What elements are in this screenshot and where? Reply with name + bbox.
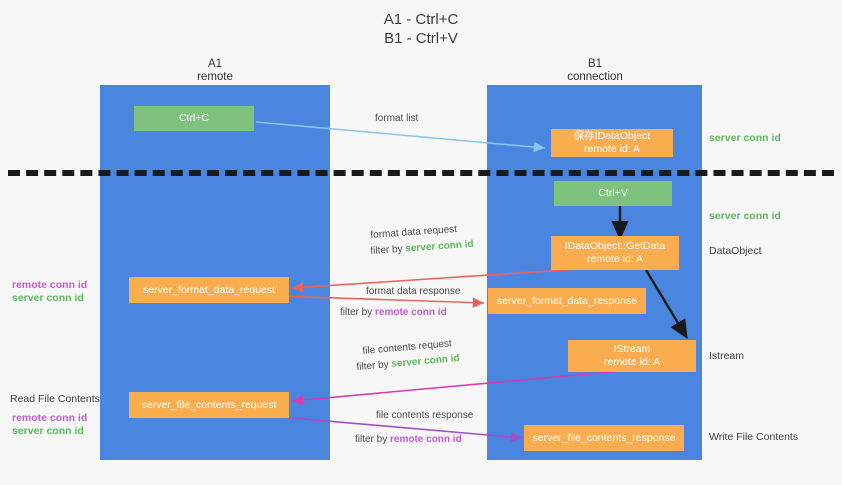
divider-dashed-line — [8, 170, 834, 176]
note-remote-conn-id-upper: remote conn id — [12, 279, 88, 291]
box-server-format-data-request[interactable]: server_format_data_request — [129, 277, 289, 303]
box-istream-sub: remote id: A — [603, 356, 661, 368]
box-server-file-contents-response[interactable]: server_file_contents_response — [524, 425, 684, 451]
note-server-conn-id-lower: server conn id — [12, 425, 84, 437]
lane-b1-sub: connection — [567, 71, 623, 83]
arrow-label-format-data-response-filter: filter by remote conn id — [340, 306, 447, 319]
lane-a1-sub: remote — [197, 71, 233, 83]
title-line-2: B1 - Ctrl+V — [384, 30, 458, 47]
note-read-file-contents: Read File Contents — [10, 393, 100, 405]
note-server-conn-id-upper: server conn id — [12, 292, 84, 304]
lane-header-a1: A1 remote — [140, 58, 290, 84]
box-server-format-data-response[interactable]: server_format_data_response — [488, 288, 646, 314]
lane-a1-name: A1 — [207, 58, 223, 70]
note-server-conn-id-mid: server conn id — [709, 210, 781, 222]
box-save-idataobject-label: 保存IDataObject — [573, 130, 651, 142]
box-server-file-contents-request[interactable]: server_file_contents_request — [129, 392, 289, 418]
box-getdata[interactable]: IDataObject::GetData remote id: A — [551, 236, 679, 270]
filter-value-2: remote conn id — [375, 307, 447, 318]
filter-prefix-1: filter by — [370, 243, 406, 257]
lane-b1-name: B1 — [587, 58, 603, 70]
arrow-label-file-contents-response-filter: filter by remote conn id — [355, 433, 462, 446]
box-server-file-contents-request-label: server_file_contents_request — [141, 398, 277, 411]
box-getdata-sub: remote id: A — [586, 253, 644, 265]
note-server-conn-id-top: server conn id — [709, 132, 781, 144]
arrow-label-file-contents-response: file contents response — [376, 410, 474, 421]
filter-prefix-2: filter by — [340, 307, 376, 318]
note-istream: Istream — [709, 350, 745, 362]
box-server-format-data-response-label: server_format_data_response — [496, 294, 638, 307]
filter-value-3: server conn id — [390, 352, 461, 370]
box-ctrl-c[interactable]: Ctrl+C — [134, 106, 254, 131]
filter-prefix-3: filter by — [356, 358, 392, 373]
filter-value-4: remote conn id — [390, 434, 462, 445]
note-remote-conn-id-lower: remote conn id — [12, 412, 88, 424]
note-write-file-contents: Write File Contents — [709, 431, 799, 443]
box-save-idataobject[interactable]: 保存IDataObject remote id: A — [551, 129, 673, 157]
arrow-label-format-data-response: format data response — [366, 286, 461, 297]
box-ctrl-v[interactable]: Ctrl+V — [554, 181, 672, 206]
filter-value-1: server conn id — [405, 238, 474, 255]
arrow-label-format-list: format list — [375, 113, 419, 124]
page-title: A1 - Ctrl+C B1 - Ctrl+V — [0, 10, 842, 48]
title-line-1: A1 - Ctrl+C — [383, 11, 459, 28]
box-server-format-data-request-label: server_format_data_request — [143, 283, 275, 296]
filter-prefix-4: filter by — [355, 434, 391, 445]
box-server-file-contents-response-label: server_file_contents_response — [532, 431, 676, 444]
box-save-idataobject-sub: remote id: A — [583, 143, 641, 155]
note-dataobject: DataObject — [709, 245, 762, 257]
box-istream-label: IStream — [613, 343, 651, 355]
box-ctrl-c-label: Ctrl+C — [178, 112, 210, 124]
box-ctrl-v-label: Ctrl+V — [598, 187, 628, 199]
box-getdata-label: IDataObject::GetData — [564, 240, 666, 252]
lane-header-b1: B1 connection — [520, 58, 670, 84]
box-istream[interactable]: IStream remote id: A — [568, 340, 696, 372]
